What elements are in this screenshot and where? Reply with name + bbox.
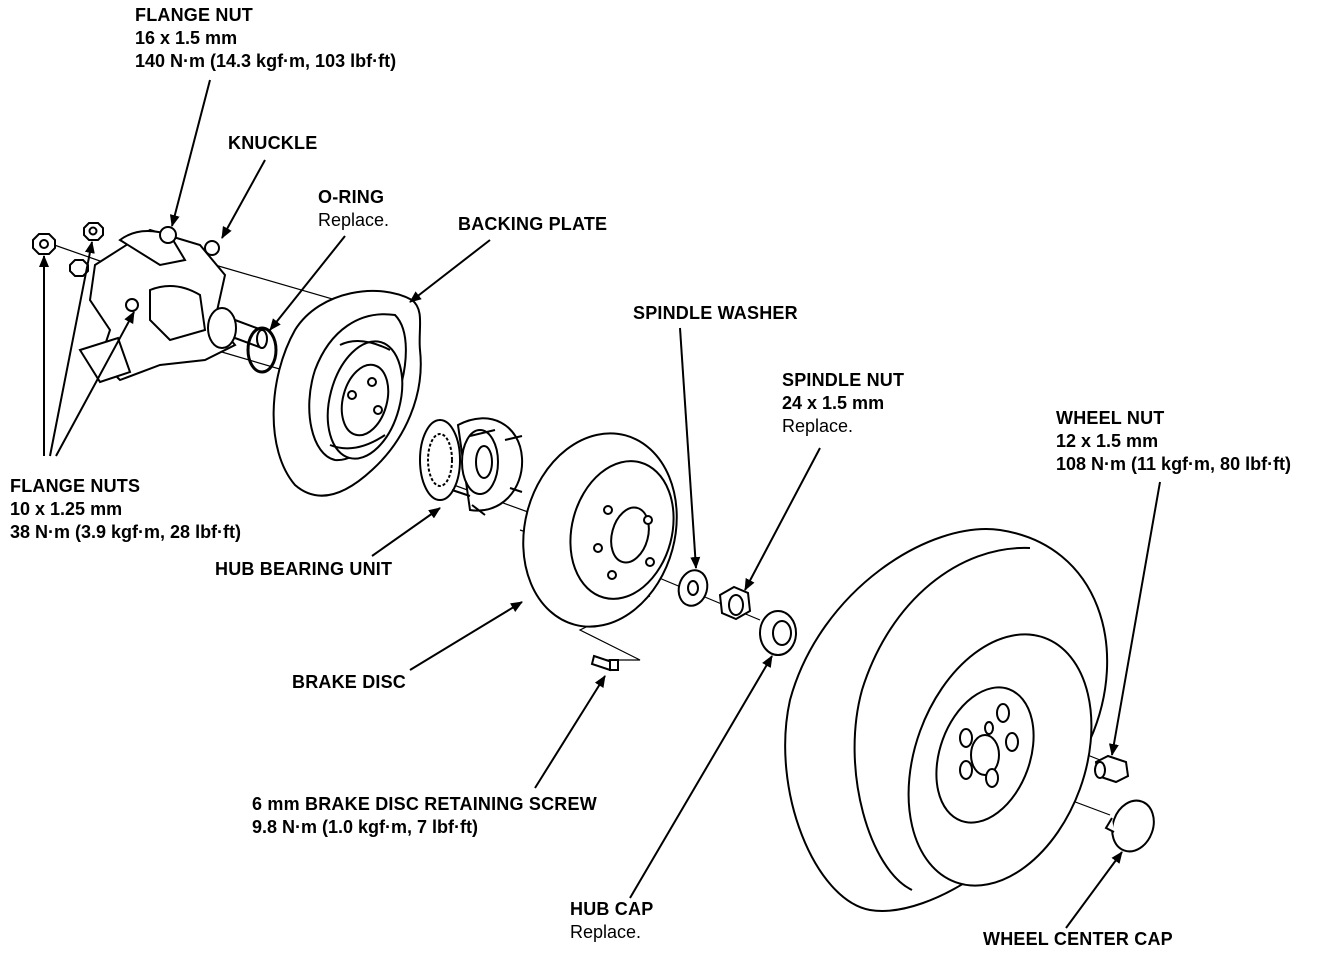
brake-disc-title: BRAKE DISC <box>292 672 407 692</box>
o-ring-part <box>246 326 278 374</box>
arrow-flange-nut <box>169 79 211 227</box>
hub-cap-title: HUB CAP <box>570 899 654 919</box>
arrow-retaining-screw <box>534 675 606 789</box>
label-backing-plate: BACKING PLATE <box>458 213 607 236</box>
wheel-nut-part <box>1094 754 1130 784</box>
wheel-center-cap-title: WHEEL CENTER CAP <box>983 929 1173 949</box>
arrow-spindle-nut <box>744 447 821 591</box>
knuckle-assembly <box>78 226 268 384</box>
arrow-wheel-center-cap <box>1065 851 1123 929</box>
wheel-and-tire-part <box>784 528 1109 912</box>
knuckle-title: KNUCKLE <box>228 133 318 153</box>
label-spindle-washer: SPINDLE WASHER <box>633 302 798 325</box>
spindle-washer-title: SPINDLE WASHER <box>633 303 798 323</box>
retaining-screw-torque: 9.8 N·m (1.0 kgf·m, 7 lbf·ft) <box>252 817 479 837</box>
hub-bearing-unit-title: HUB BEARING UNIT <box>215 559 393 579</box>
arrow-spindle-washer <box>679 327 701 569</box>
label-brake-disc: BRAKE DISC <box>292 671 406 694</box>
wheel-nut-title: WHEEL NUT <box>1056 408 1165 428</box>
label-hub-bearing-unit: HUB BEARING UNIT <box>215 558 392 581</box>
label-o-ring: O-RING Replace. <box>318 186 389 232</box>
label-wheel-nut: WHEEL NUT 12 x 1.5 mm 108 N·m (11 kgf·m,… <box>1056 407 1291 476</box>
hub-cap-part <box>759 610 797 656</box>
label-spindle-nut: SPINDLE NUT 24 x 1.5 mm Replace. <box>782 369 904 438</box>
o-ring-note: Replace. <box>318 210 390 230</box>
arrow-brake-disc <box>409 601 523 671</box>
label-flange-nut: FLANGE NUT 16 x 1.5 mm 140 N·m (14.3 kgf… <box>135 4 396 73</box>
backing-plate-title: BACKING PLATE <box>458 214 608 234</box>
label-wheel-center-cap: WHEEL CENTER CAP <box>983 928 1173 951</box>
label-knuckle: KNUCKLE <box>228 132 317 155</box>
label-retaining-screw: 6 mm BRAKE DISC RETAINING SCREW 9.8 N·m … <box>252 793 597 839</box>
backing-plate-part <box>272 289 422 497</box>
hub-cap-note: Replace. <box>570 922 642 942</box>
spindle-nut-spec: 24 x 1.5 mm <box>782 393 885 413</box>
arrow-flange-nuts-3 <box>55 311 135 457</box>
flange-nuts-spec: 10 x 1.25 mm <box>10 499 123 519</box>
arrow-hub-cap <box>629 655 773 899</box>
wheel-nut-spec: 12 x 1.5 mm <box>1056 431 1159 451</box>
flange-nut-torque: 140 N·m (14.3 kgf·m, 103 lbf·ft) <box>135 51 397 71</box>
label-flange-nuts: FLANGE NUTS 10 x 1.25 mm 38 N·m (3.9 kgf… <box>10 475 241 544</box>
arrow-hub-bearing-unit <box>371 507 441 557</box>
arrow-flange-nuts-2 <box>49 241 95 457</box>
brake-disc-part <box>522 432 678 628</box>
arrow-wheel-nut <box>1108 481 1161 756</box>
retaining-screw-title: 6 mm BRAKE DISC RETAINING SCREW <box>252 794 597 814</box>
flange-nut-title: FLANGE NUT <box>135 5 253 25</box>
flange-nuts-title: FLANGE NUTS <box>10 476 141 496</box>
spindle-nut-title: SPINDLE NUT <box>782 370 905 390</box>
spindle-washer-part <box>677 569 709 607</box>
spindle-nut-part <box>718 585 752 621</box>
label-hub-cap: HUB CAP Replace. <box>570 898 653 944</box>
flange-nuts-torque: 38 N·m (3.9 kgf·m, 28 lbf·ft) <box>10 522 242 542</box>
hub-bearing-unit-part <box>419 417 524 516</box>
wheel-center-cap-part <box>1104 799 1155 853</box>
flange-nuts-small <box>32 222 104 277</box>
leader-arrows <box>39 79 1161 929</box>
arrow-o-ring <box>269 235 346 331</box>
arrow-backing-plate <box>409 239 491 303</box>
o-ring-title: O-RING <box>318 187 385 207</box>
spindle-nut-note: Replace. <box>782 416 854 436</box>
retaining-screw-part <box>590 654 619 672</box>
arrow-knuckle <box>221 159 266 239</box>
flange-nut-spec: 16 x 1.5 mm <box>135 28 238 48</box>
wheel-nut-torque: 108 N·m (11 kgf·m, 80 lbf·ft) <box>1056 454 1292 474</box>
